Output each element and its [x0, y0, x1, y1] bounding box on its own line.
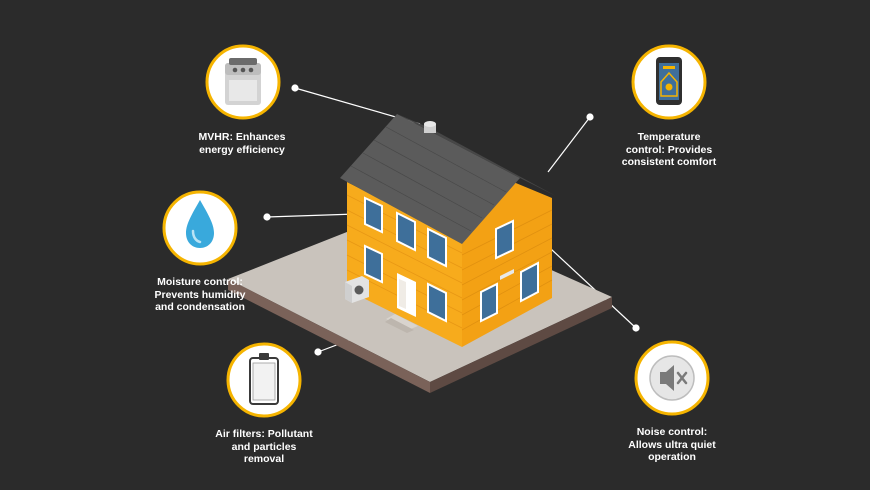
side-vent: [500, 269, 514, 280]
water-drop-icon: [186, 200, 214, 248]
roof-vent: [424, 124, 436, 133]
line-temperature: [547, 116, 591, 173]
line-moisture: [266, 213, 357, 218]
house: [340, 114, 556, 347]
outdoor-ac-unit: [345, 276, 369, 303]
air-filter-icon: [249, 353, 279, 405]
dot-moisture: [263, 213, 271, 221]
mvhr-unit-icon: [225, 58, 261, 105]
dot-air-filters: [314, 348, 322, 356]
dot-mvhr: [291, 84, 299, 92]
callout-moisture-label: Moisture control: Prevents humidity and …: [154, 276, 246, 313]
line-noise: [550, 248, 637, 329]
house-roof: [340, 114, 520, 244]
side-windows: [480, 219, 539, 323]
dot-noise: [632, 324, 640, 332]
callout-temperature-label: Temperature control: Provides consistent…: [621, 131, 717, 168]
callout-air-filters-label: Air filters: Pollutant and particles rem…: [215, 428, 313, 465]
front-windows: [364, 196, 447, 323]
callout-mvhr-label: MVHR: Enhances energy efficiency: [198, 131, 286, 156]
callout-noise-label: Noise control: Allows ultra quiet operat…: [628, 426, 716, 463]
thermostat-tablet-icon: [656, 57, 682, 105]
dot-temperature: [586, 113, 594, 121]
muted-speaker-icon: [649, 355, 695, 401]
